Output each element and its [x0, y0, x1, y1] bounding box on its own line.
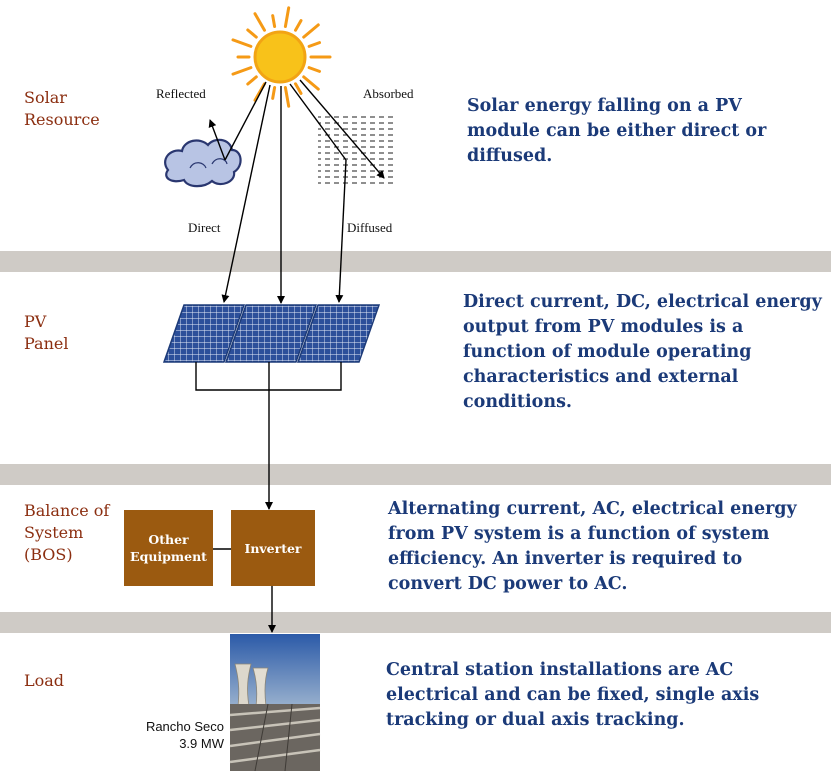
photo-caption-name: Rancho Seco	[145, 719, 224, 734]
sun-ray	[302, 23, 320, 39]
separator-band-1	[0, 251, 831, 272]
solar-panel-icon	[162, 304, 381, 363]
absorbed-label: Absorbed	[363, 86, 414, 101]
separator-band-2	[0, 464, 831, 485]
diffused-label: Diffused	[347, 220, 393, 235]
sun-ray	[231, 66, 253, 76]
sun-ray	[302, 75, 320, 91]
absorbing-medium-icon	[318, 112, 396, 184]
other-equipment-box: Other Equipment	[124, 510, 213, 586]
other-equipment-label: Other Equipment	[130, 532, 207, 564]
power-station-photo	[229, 634, 321, 771]
description-bos: Alternating current, AC, electrical ener…	[388, 499, 797, 594]
sun-ray	[253, 12, 266, 32]
section-label-pv-panel: PV Panel	[24, 312, 69, 353]
dc-wiring	[195, 362, 342, 633]
description-solar-resource: Solar energy falling on a PV module can …	[467, 96, 767, 166]
direct-label: Direct	[188, 220, 221, 235]
inverter-label: Inverter	[244, 540, 302, 556]
sun-ray	[271, 14, 277, 28]
sun-ray	[294, 19, 303, 32]
sun-ray	[246, 75, 258, 86]
cloud-icon	[164, 138, 242, 188]
sun-ray	[283, 6, 291, 28]
inverter-box: Inverter	[231, 510, 315, 586]
section-label-solar-resource: Solar Resource	[24, 88, 100, 129]
sun-ray	[294, 82, 303, 95]
description-pv-panel: Direct current, DC, electrical energy ou…	[463, 292, 822, 412]
photo-caption-capacity: 3.9 MW	[179, 736, 224, 751]
sun-ray	[283, 86, 291, 108]
sun-ray	[231, 38, 253, 48]
description-load: Central station installations are AC ele…	[386, 660, 760, 730]
sun-ray-arrows	[208, 79, 385, 304]
sun-ray	[307, 66, 321, 73]
section-label-bos: Balance of System (BOS)	[24, 501, 110, 564]
sun-ray	[307, 41, 321, 48]
section-label-load: Load	[24, 671, 65, 690]
reflected-label: Reflected	[156, 86, 206, 101]
sun-ray	[246, 28, 258, 39]
separator-band-3	[0, 612, 831, 633]
sun-ray	[271, 86, 277, 100]
